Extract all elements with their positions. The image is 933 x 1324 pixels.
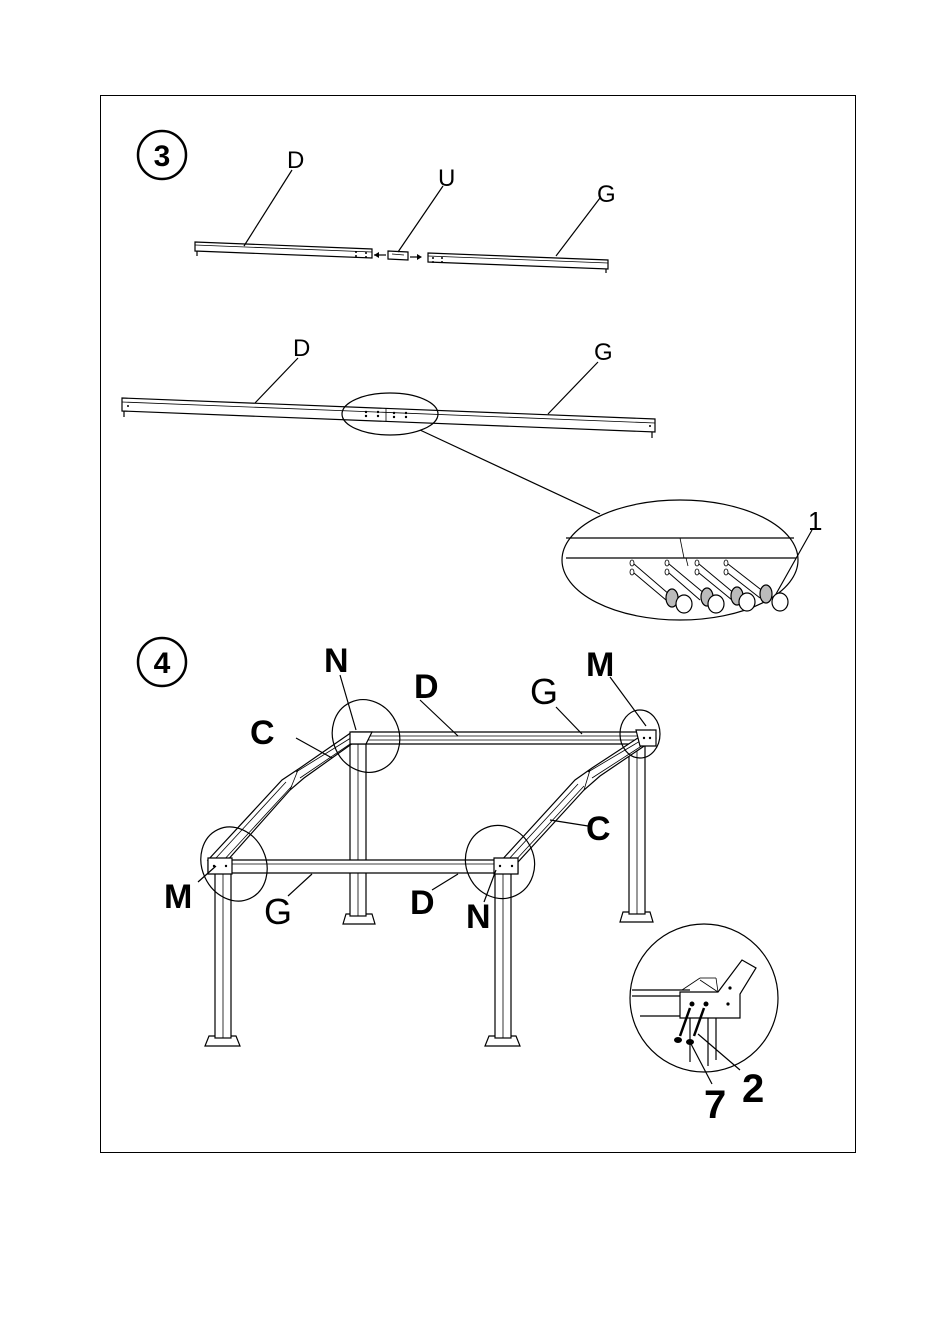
post-front-left xyxy=(205,872,240,1046)
bolt-detail: 1 xyxy=(562,500,822,620)
step-4: 4 xyxy=(138,638,778,1127)
corner-bracket-back-right xyxy=(636,730,656,746)
step-3: 3 xyxy=(122,131,822,620)
label-c-right: C xyxy=(586,810,611,848)
label-screw: 7 xyxy=(704,1083,726,1127)
beam-back xyxy=(352,732,655,744)
label-g-back: G xyxy=(530,671,558,712)
label-g-assembled: G xyxy=(594,339,613,366)
step-4-badge: 4 xyxy=(138,638,186,686)
label-c-left: C xyxy=(250,714,275,752)
post-back-right xyxy=(620,742,653,922)
label-d-assembled: D xyxy=(293,335,310,362)
corner-bracket-front-right xyxy=(494,858,518,874)
beam-front xyxy=(208,860,518,873)
beam-d-exploded xyxy=(195,242,372,258)
beam-g-exploded xyxy=(428,253,608,273)
label-bracket: 2 xyxy=(742,1067,764,1111)
label-d-exploded: D xyxy=(287,147,304,174)
label-g-exploded: G xyxy=(597,181,616,208)
label-g-front: G xyxy=(264,891,292,932)
label-d-back: D xyxy=(414,668,439,706)
connector-u xyxy=(374,251,422,260)
post-back-left xyxy=(343,740,375,924)
label-bolt: 1 xyxy=(808,506,822,536)
corner-bracket-front-left xyxy=(208,858,232,874)
label-u: U xyxy=(438,165,455,192)
step-4-number: 4 xyxy=(154,647,171,680)
label-d-front: D xyxy=(410,884,435,922)
step-3-number: 3 xyxy=(154,140,171,173)
label-n-back: N xyxy=(324,642,349,680)
screw-detail: 7 2 xyxy=(630,924,778,1127)
beam-dg-assembled xyxy=(122,398,655,438)
step-3-badge: 3 xyxy=(138,131,186,179)
label-m-back: M xyxy=(586,646,614,684)
label-n-front: N xyxy=(466,898,491,936)
label-m-front: M xyxy=(164,878,192,916)
